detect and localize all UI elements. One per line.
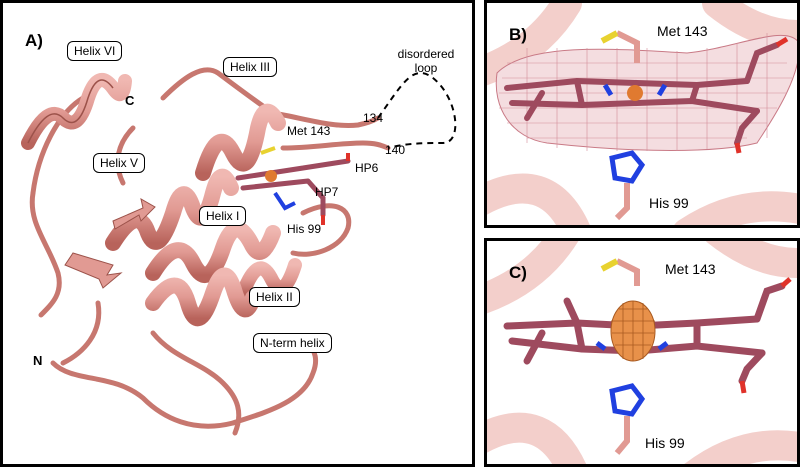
oxygen-c1	[780, 277, 792, 288]
helix-ii-label: Helix II	[249, 287, 300, 307]
met-143-label-c: Met 143	[665, 261, 716, 277]
his-ring	[273, 191, 296, 211]
hp6-label: HP6	[355, 161, 379, 175]
met-143-label: Met 143	[287, 124, 331, 138]
residue-134-label: 134	[363, 111, 384, 125]
residue-140-label: 140	[385, 143, 406, 157]
c-terminus-label: C	[125, 93, 135, 108]
helix-i	[145, 221, 281, 283]
panel-c: C) Met 143 His 99	[484, 238, 800, 467]
panel-b-structure	[487, 3, 797, 225]
met-143-b	[600, 30, 640, 63]
his-99-b	[609, 150, 646, 221]
met-sulfur	[260, 146, 276, 155]
helix-ii	[236, 258, 302, 300]
iron-atom-b	[627, 85, 643, 101]
met-143-label-b: Met 143	[657, 23, 708, 39]
loops	[29, 67, 391, 436]
his-99-c	[609, 383, 646, 455]
pyrrole-nitrogens-c	[595, 341, 669, 351]
pyrrole-nitrogens	[602, 83, 668, 97]
background-ribbon-c	[487, 241, 797, 464]
helix-v-label: Helix V	[93, 153, 146, 173]
hp7-label: HP7	[315, 185, 339, 199]
iron-atom	[265, 170, 277, 182]
oxygen-b2	[734, 142, 742, 154]
helix-vi	[21, 73, 132, 150]
helix-vi-label: Helix VI	[67, 41, 123, 61]
density-mesh	[495, 33, 797, 151]
panel-a: A) Helix VI Helix III Helix V Helix I He…	[0, 0, 475, 467]
met-143-c	[600, 258, 640, 286]
his-99-label-c: His 99	[645, 435, 685, 451]
helix-i-label: Helix I	[199, 206, 247, 226]
iron-density-cage	[610, 300, 656, 362]
protein-cartoon	[21, 67, 457, 436]
heme-sticks	[504, 42, 780, 146]
panel-c-letter: C)	[509, 263, 527, 282]
his-99-label: His 99	[287, 222, 322, 236]
n-term-helix-label: N-term helix	[253, 333, 332, 353]
helix-v	[105, 168, 239, 251]
helix-iii-label: Helix III	[223, 57, 278, 77]
helix-iii	[195, 103, 286, 181]
beta-strands	[64, 198, 156, 289]
oxygen-b1	[775, 36, 789, 48]
disordered-loop-path	[377, 72, 457, 149]
panel-b: B) Met 143 His 99	[484, 0, 800, 228]
oxygen-c2	[739, 380, 747, 394]
panel-c-structure	[487, 241, 797, 464]
panel-b-letter: B)	[509, 25, 527, 44]
heme-group	[235, 146, 351, 225]
n-term-helix	[145, 267, 261, 327]
background-ribbon	[487, 3, 797, 225]
his-99-label-b: His 99	[649, 195, 689, 211]
n-terminus-label: N	[33, 353, 43, 368]
panel-a-letter: A)	[25, 31, 43, 50]
disordered-loop-label: disordered loop	[397, 47, 455, 75]
